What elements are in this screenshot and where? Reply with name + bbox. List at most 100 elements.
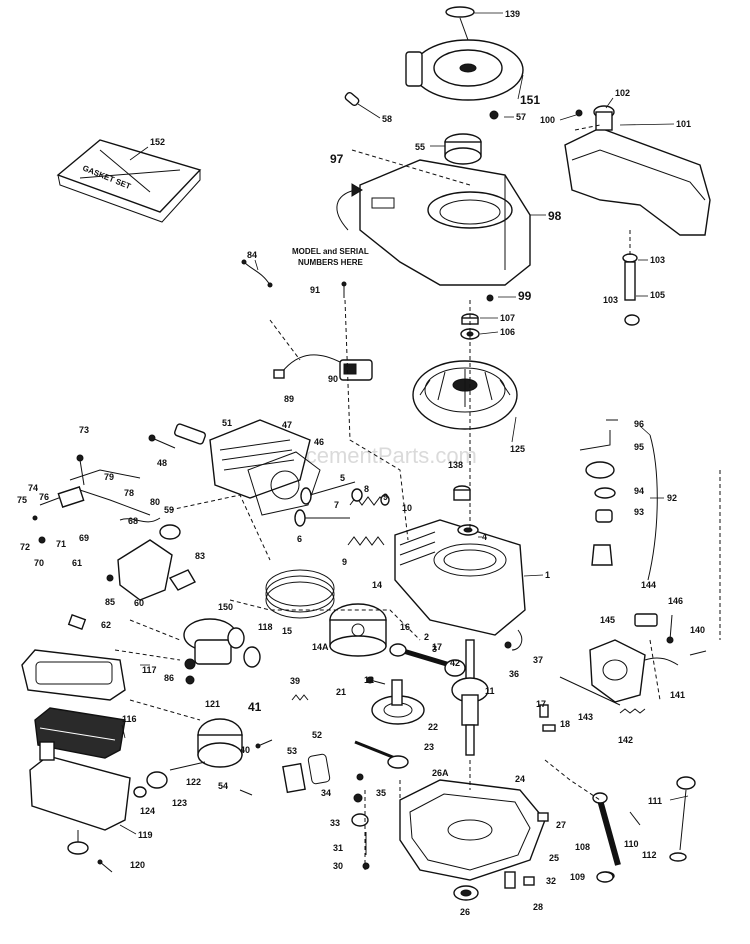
label-140[interactable]: 140 (690, 625, 705, 635)
label-48[interactable]: 48 (157, 458, 167, 468)
part-air-filter[interactable] (34, 707, 126, 759)
label-60[interactable]: 60 (134, 598, 144, 608)
part-screw-120[interactable] (97, 859, 113, 873)
label-4[interactable]: 4 (482, 532, 487, 542)
label-62[interactable]: 62 (101, 620, 111, 630)
label-17a[interactable]: 17 (432, 642, 442, 652)
label-106[interactable]: 106 (500, 327, 515, 337)
part-breather-53[interactable] (282, 762, 306, 794)
label-32[interactable]: 32 (546, 876, 556, 886)
label-6[interactable]: 6 (297, 534, 302, 544)
part-piston-rings[interactable] (265, 569, 335, 619)
part-screw-27[interactable] (537, 812, 549, 822)
label-57[interactable]: 57 (516, 112, 526, 122)
label-14[interactable]: 14 (372, 580, 382, 590)
part-choke-kit[interactable] (579, 419, 658, 581)
part-dipstick-tube[interactable] (592, 792, 621, 881)
part-air-cleaner-base[interactable] (29, 741, 131, 855)
label-84[interactable]: 84 (247, 250, 257, 260)
part-throttle-linkage[interactable] (32, 454, 161, 544)
part-ground-wire[interactable] (241, 259, 273, 288)
part-head-gasket[interactable] (247, 451, 321, 516)
label-36[interactable]: 36 (509, 669, 519, 679)
label-105[interactable]: 105 (650, 290, 665, 300)
label-98[interactable]: 98 (548, 209, 562, 223)
part-crankshaft[interactable] (451, 629, 523, 756)
label-111[interactable]: 111 (648, 796, 662, 806)
label-42[interactable]: 42 (450, 658, 460, 668)
part-deflector-124[interactable] (133, 786, 147, 798)
label-79[interactable]: 79 (104, 472, 114, 482)
label-75[interactable]: 75 (17, 495, 27, 505)
part-head-bolt-48[interactable] (148, 434, 176, 449)
label-80[interactable]: 80 (150, 497, 160, 507)
label-71[interactable]: 71 (56, 539, 66, 549)
label-33[interactable]: 33 (330, 818, 340, 828)
part-bracket-145[interactable] (634, 613, 658, 627)
label-146[interactable]: 146 (668, 596, 683, 606)
part-screw-21[interactable] (366, 676, 386, 685)
part-rewind-starter[interactable] (405, 6, 524, 101)
part-choke-plate-62[interactable] (67, 614, 87, 630)
part-gasket-52[interactable] (307, 753, 331, 785)
label-109[interactable]: 109 (570, 872, 585, 882)
label-35[interactable]: 35 (376, 788, 386, 798)
label-92[interactable]: 92 (667, 493, 677, 503)
part-oil-seal-4[interactable] (457, 524, 479, 536)
label-37[interactable]: 37 (533, 655, 543, 665)
part-intake-elbow[interactable] (117, 524, 196, 601)
part-gasket-set[interactable]: GASKET SET (56, 139, 202, 223)
label-150[interactable]: 150 (218, 602, 233, 612)
part-valve-intake[interactable] (294, 509, 350, 527)
label-25[interactable]: 25 (549, 853, 559, 863)
label-123[interactable]: 123 (172, 798, 187, 808)
label-91[interactable]: 91 (310, 285, 320, 295)
part-dipstick[interactable] (669, 776, 696, 862)
label-139[interactable]: 139 (505, 9, 520, 19)
part-air-cleaner-cover[interactable] (21, 649, 126, 701)
label-101[interactable]: 101 (676, 119, 691, 129)
part-spring-142[interactable] (619, 708, 646, 714)
label-74[interactable]: 74 (28, 483, 38, 493)
label-30[interactable]: 30 (333, 861, 343, 871)
part-spacer-86[interactable] (185, 675, 195, 685)
label-116[interactable]: 116 (122, 714, 137, 724)
label-72[interactable]: 72 (20, 542, 30, 552)
label-59[interactable]: 59 (164, 505, 174, 515)
label-141[interactable]: 141 (670, 690, 685, 700)
label-61[interactable]: 61 (72, 558, 82, 568)
label-24[interactable]: 24 (515, 774, 525, 784)
label-23[interactable]: 23 (424, 742, 434, 752)
label-76[interactable]: 76 (39, 492, 49, 502)
part-bearing-138[interactable] (453, 485, 471, 501)
label-26A[interactable]: 26A (432, 768, 449, 778)
label-9b[interactable]: 9 (342, 557, 347, 567)
part-oil-seal-26[interactable] (453, 885, 479, 901)
label-68[interactable]: 68 (128, 516, 138, 526)
part-screw-40[interactable] (255, 739, 273, 749)
label-1[interactable]: 1 (545, 570, 550, 580)
label-78[interactable]: 78 (124, 488, 134, 498)
label-39[interactable]: 39 (290, 676, 300, 686)
label-151[interactable]: 151 (520, 93, 540, 107)
label-54[interactable]: 54 (218, 781, 228, 791)
part-piston[interactable] (329, 603, 387, 657)
label-3[interactable]: 3 (432, 644, 437, 654)
part-wire-143[interactable] (559, 676, 621, 706)
label-89[interactable]: 89 (284, 394, 294, 404)
label-86[interactable]: 86 (164, 673, 174, 683)
part-spring-39[interactable] (291, 694, 309, 701)
label-100[interactable]: 100 (540, 115, 555, 125)
label-124[interactable]: 124 (140, 806, 155, 816)
label-11[interactable]: 11 (485, 686, 495, 696)
part-screw-146[interactable] (666, 614, 674, 644)
label-107[interactable]: 107 (500, 313, 515, 323)
label-34[interactable]: 34 (321, 788, 331, 798)
part-screw-54[interactable] (239, 789, 253, 796)
label-58[interactable]: 58 (382, 114, 392, 124)
part-screw-18[interactable] (542, 724, 556, 732)
label-55[interactable]: 55 (415, 142, 425, 152)
label-102[interactable]: 102 (615, 88, 630, 98)
label-121[interactable]: 121 (205, 699, 220, 709)
label-22[interactable]: 22 (428, 722, 438, 732)
